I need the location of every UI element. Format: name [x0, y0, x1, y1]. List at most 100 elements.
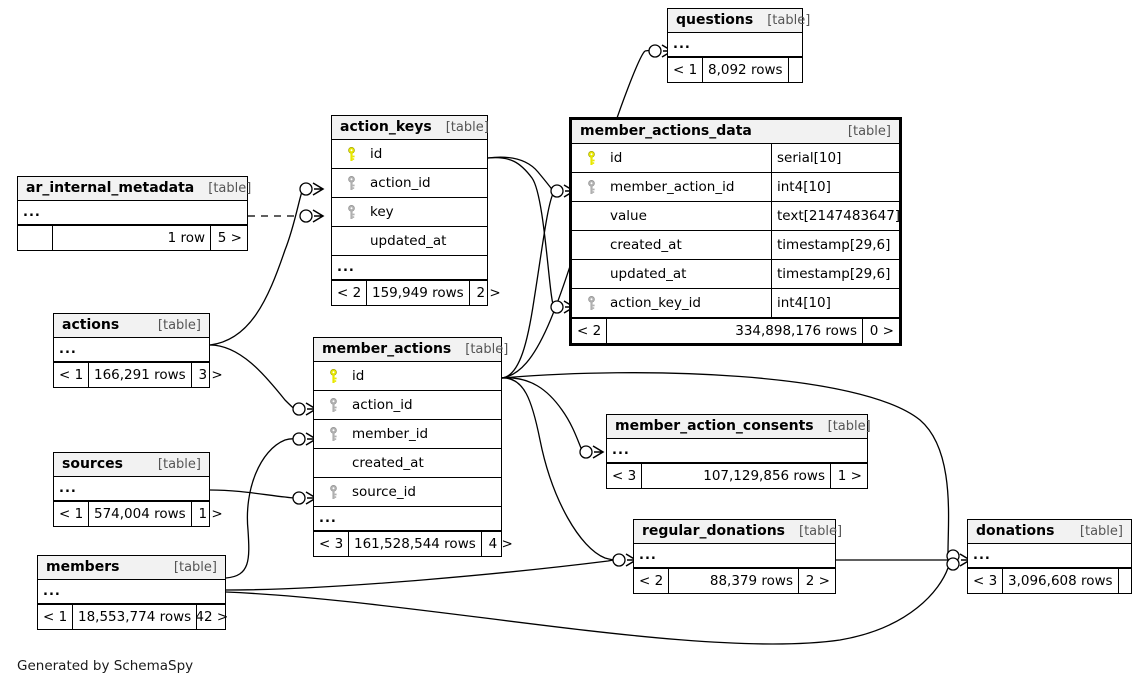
column-row[interactable]: id	[314, 362, 501, 391]
parent-count[interactable]: < 3	[319, 536, 344, 552]
table-type-tag: [table]	[767, 12, 811, 28]
parent-count[interactable]: < 1	[59, 506, 84, 522]
table-title: action_keys	[340, 119, 432, 135]
parent-count[interactable]: < 2	[639, 573, 664, 589]
foreign-key-icon	[347, 204, 355, 219]
table-type-tag: [table]	[799, 523, 843, 539]
parent-count[interactable]: < 2	[337, 285, 362, 301]
parent-count[interactable]: < 3	[973, 573, 998, 589]
table-ar_internal_metadata[interactable]: ar_internal_metadata[table]...1 row 5 >	[17, 176, 251, 251]
more-columns-row[interactable]: ...	[54, 338, 209, 362]
parent-count[interactable]: < 1	[673, 62, 698, 78]
key-icon-slot	[338, 146, 364, 162]
child-count[interactable]	[1119, 569, 1139, 593]
ellipsis-label: ...	[973, 548, 991, 563]
column-row[interactable]: action_id	[314, 391, 501, 420]
more-columns-row[interactable]: ...	[968, 544, 1131, 568]
more-columns-row[interactable]: ...	[332, 256, 487, 280]
column-row[interactable]: id	[332, 140, 487, 169]
column-name: member_action_id	[610, 179, 735, 195]
table-title: members	[46, 559, 120, 575]
column-name: updated_at	[370, 233, 447, 249]
column-row[interactable]: member_action_id int4[10]	[572, 173, 899, 202]
table-title: regular_donations	[642, 523, 786, 539]
table-title: member_action_consents	[615, 418, 814, 434]
child-count[interactable]: 2 >	[805, 573, 830, 589]
parent-count[interactable]: < 2	[577, 323, 602, 339]
more-columns-row[interactable]: ...	[607, 439, 867, 463]
more-columns-row[interactable]: ...	[314, 507, 501, 531]
more-columns-row[interactable]: ...	[18, 201, 247, 225]
column-row[interactable]: member_id	[314, 420, 501, 449]
ellipsis-label: ...	[59, 481, 77, 496]
column-name: member_id	[352, 426, 429, 442]
child-count[interactable]: 5 >	[217, 230, 242, 246]
ellipsis-label: ...	[59, 342, 77, 357]
child-count[interactable]	[789, 58, 819, 82]
row-count: 1 row	[52, 226, 211, 250]
column-row[interactable]: source_id	[314, 478, 501, 507]
parent-count[interactable]	[18, 226, 52, 250]
table-type-tag: [table]	[208, 180, 252, 196]
table-header-ar_internal_metadata: ar_internal_metadata[table]	[18, 177, 251, 201]
child-count[interactable]: 2 >	[476, 285, 501, 301]
parent-count[interactable]: < 1	[43, 609, 68, 625]
table-type-tag: [table]	[445, 119, 489, 135]
key-icon-slot	[338, 204, 364, 220]
parent-count[interactable]: < 1	[59, 367, 84, 383]
child-count[interactable]: 4 >	[488, 536, 513, 552]
column-row[interactable]: created_at	[314, 449, 501, 478]
foreign-key-icon	[329, 426, 337, 441]
column-row[interactable]: updated_at	[332, 227, 487, 256]
column-name-cell: created_at	[314, 455, 501, 471]
key-icon-slot	[578, 295, 604, 311]
column-type: int4[10]	[771, 173, 899, 201]
column-row[interactable]: action_id	[332, 169, 487, 198]
child-count[interactable]: 3 >	[198, 367, 223, 383]
child-count[interactable]: 1 >	[198, 506, 223, 522]
table-header-sources: sources[table]	[54, 453, 209, 477]
foreign-key-icon	[587, 179, 595, 194]
foreign-key-icon	[329, 397, 337, 412]
row-count: 334,898,176 rows	[606, 319, 863, 343]
more-columns-row[interactable]: ...	[54, 477, 209, 501]
row-count: 161,528,544 rows	[348, 532, 482, 556]
column-name: updated_at	[610, 266, 687, 282]
child-count[interactable]: 42 >	[195, 609, 229, 625]
column-row[interactable]: key	[332, 198, 487, 227]
key-icon-slot	[320, 426, 346, 442]
primary-key-icon	[329, 368, 337, 383]
foreign-key-icon	[347, 175, 355, 190]
column-name-cell: action_key_id	[572, 295, 771, 311]
child-count[interactable]: 0 >	[869, 323, 894, 339]
more-columns-row[interactable]: ...	[668, 33, 802, 57]
table-type-tag: [table]	[1079, 523, 1123, 539]
column-name: source_id	[352, 484, 416, 500]
child-count[interactable]: 1 >	[837, 468, 862, 484]
more-columns-row[interactable]: ...	[38, 580, 225, 604]
more-columns-row[interactable]: ...	[634, 544, 835, 568]
parent-count[interactable]: < 3	[612, 468, 637, 484]
key-icon-slot	[338, 175, 364, 191]
row-count: 107,129,856 rows	[641, 464, 831, 488]
